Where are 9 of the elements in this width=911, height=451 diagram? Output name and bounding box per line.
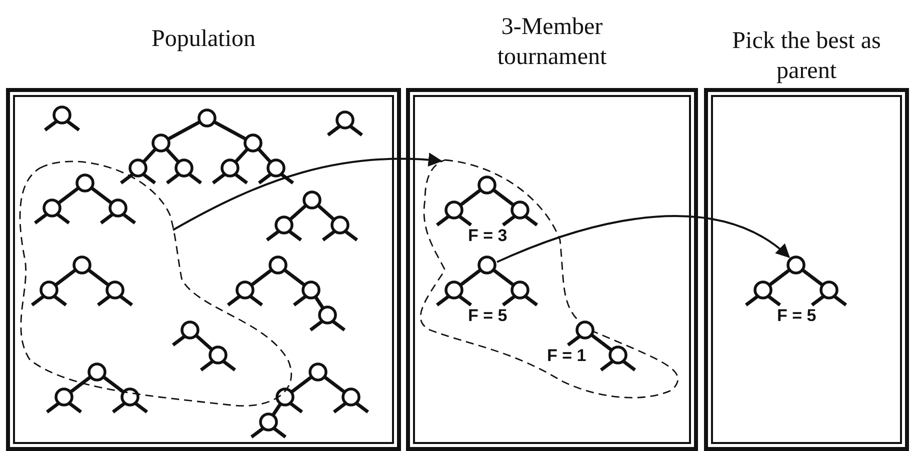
panel-heading: 3-Member tournament xyxy=(496,13,608,72)
curved-arrow xyxy=(172,153,442,231)
fitness-label: F = 1 xyxy=(547,347,586,365)
fitness-label: F = 3 xyxy=(468,227,508,245)
fitness-label: F = 5 xyxy=(777,307,816,325)
fitness-label: F = 5 xyxy=(468,307,508,325)
panel-heading: Population xyxy=(152,25,256,54)
curved-arrow xyxy=(496,215,790,263)
panel-heading: Pick the best as parent xyxy=(732,27,882,86)
